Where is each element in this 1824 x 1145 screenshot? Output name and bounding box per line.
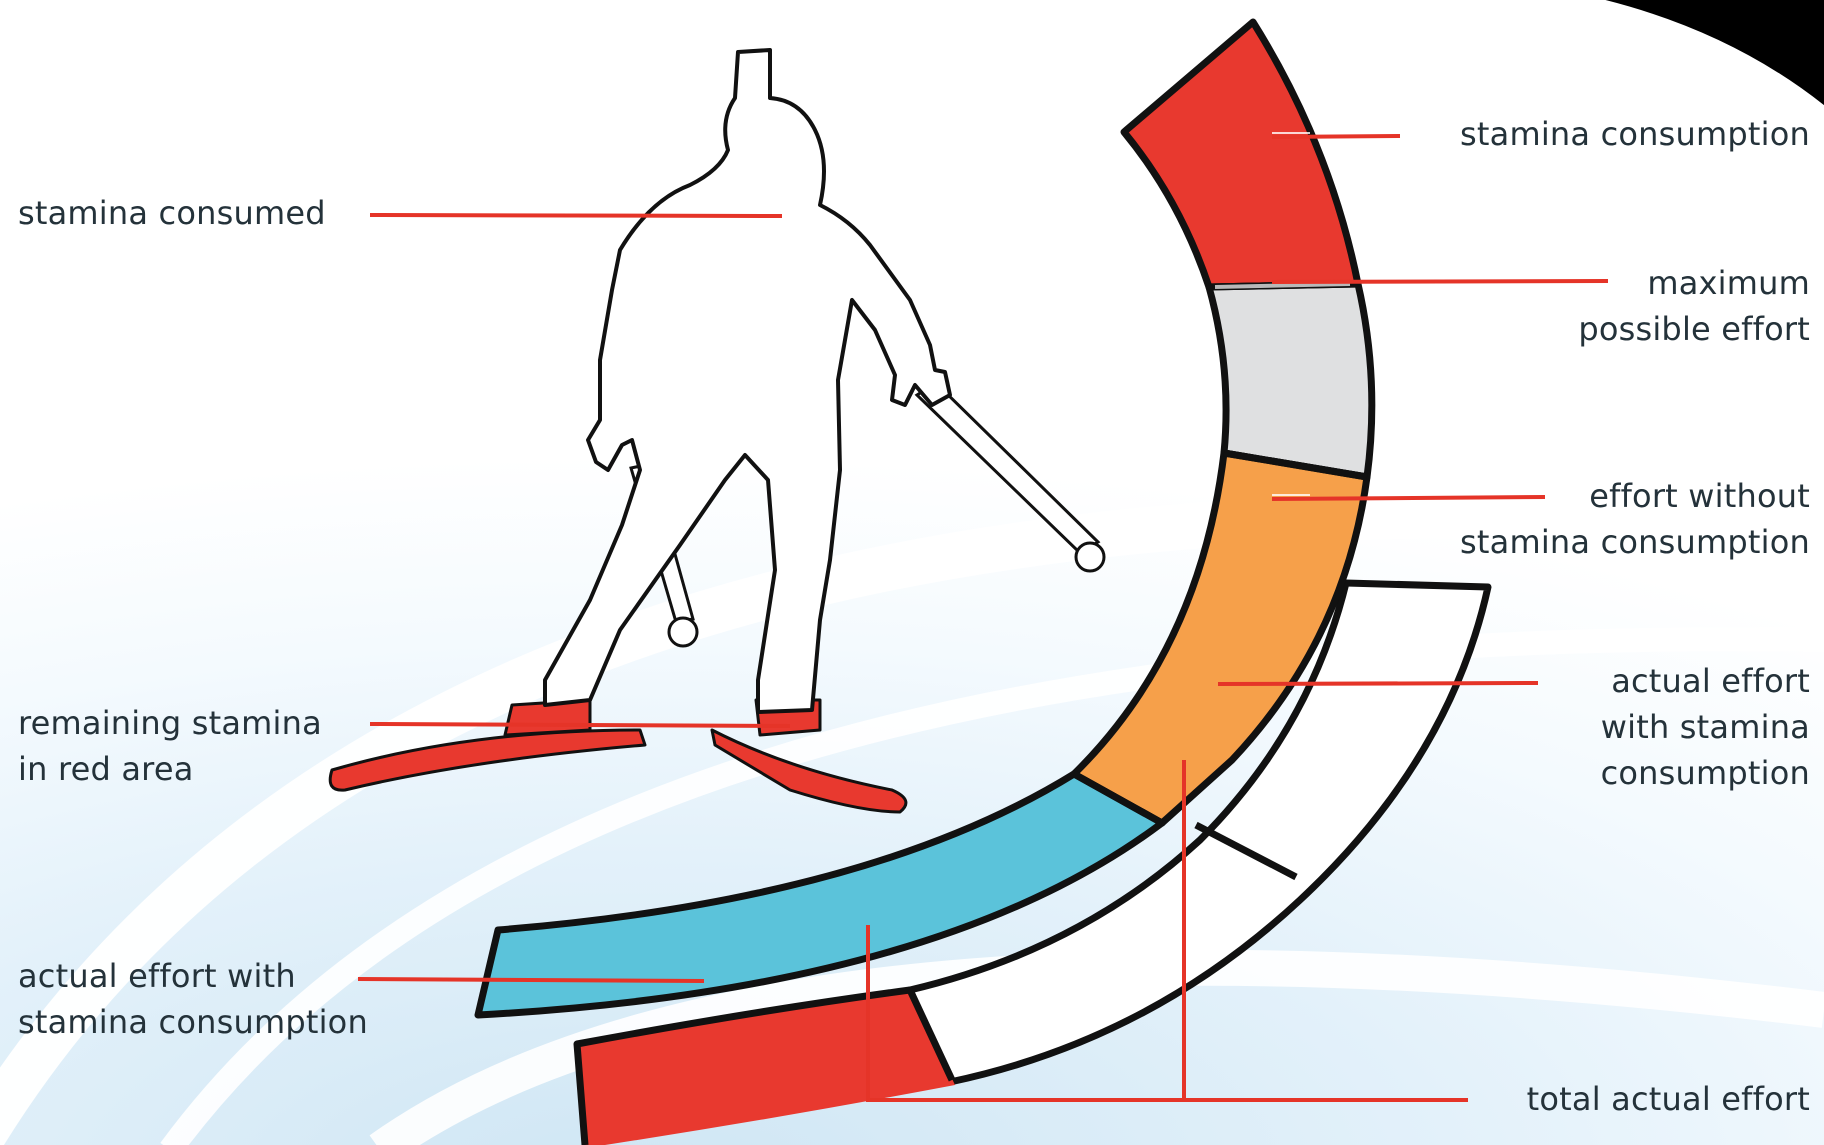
leader-stamina-consumption (1272, 136, 1400, 137)
label-stamina-consumed: stamina consumed (18, 190, 326, 236)
label-stamina-consumption: stamina consumption (1460, 111, 1810, 157)
label-total-actual-effort: total actual effort (1527, 1076, 1810, 1122)
label-line: stamina consumption (1460, 111, 1810, 157)
label-line: consumption (1601, 750, 1810, 796)
label-line: stamina consumed (18, 190, 326, 236)
label-line: actual effort with (18, 953, 368, 999)
leader-actual-effort-right (1218, 683, 1538, 684)
leader-stamina-consumed (370, 215, 782, 216)
label-actual-effort-right: actual effort with stamina consumption (1601, 658, 1810, 796)
label-line: with stamina (1601, 704, 1810, 750)
leader-actual-effort-left (358, 979, 704, 981)
label-line: maximum (1578, 260, 1810, 306)
leader-maximum-effort (1272, 281, 1608, 282)
maximum-effort-segment (1209, 284, 1372, 477)
label-line: effort without (1460, 473, 1810, 519)
label-line: actual effort (1601, 658, 1810, 704)
label-actual-effort-left: actual effort with stamina consumption (18, 953, 368, 1045)
label-line: total actual effort (1527, 1076, 1810, 1122)
label-line: possible effort (1578, 306, 1810, 352)
label-line: in red area (18, 746, 322, 792)
label-effort-without: effort without stamina consumption (1460, 473, 1810, 565)
label-line: remaining stamina (18, 700, 322, 746)
label-remaining-stamina: remaining stamina in red area (18, 700, 322, 792)
label-line: stamina consumption (1460, 519, 1810, 565)
label-maximum-effort: maximum possible effort (1578, 260, 1810, 352)
label-line: stamina consumption (18, 999, 368, 1045)
leader-remaining-stamina (370, 724, 790, 726)
